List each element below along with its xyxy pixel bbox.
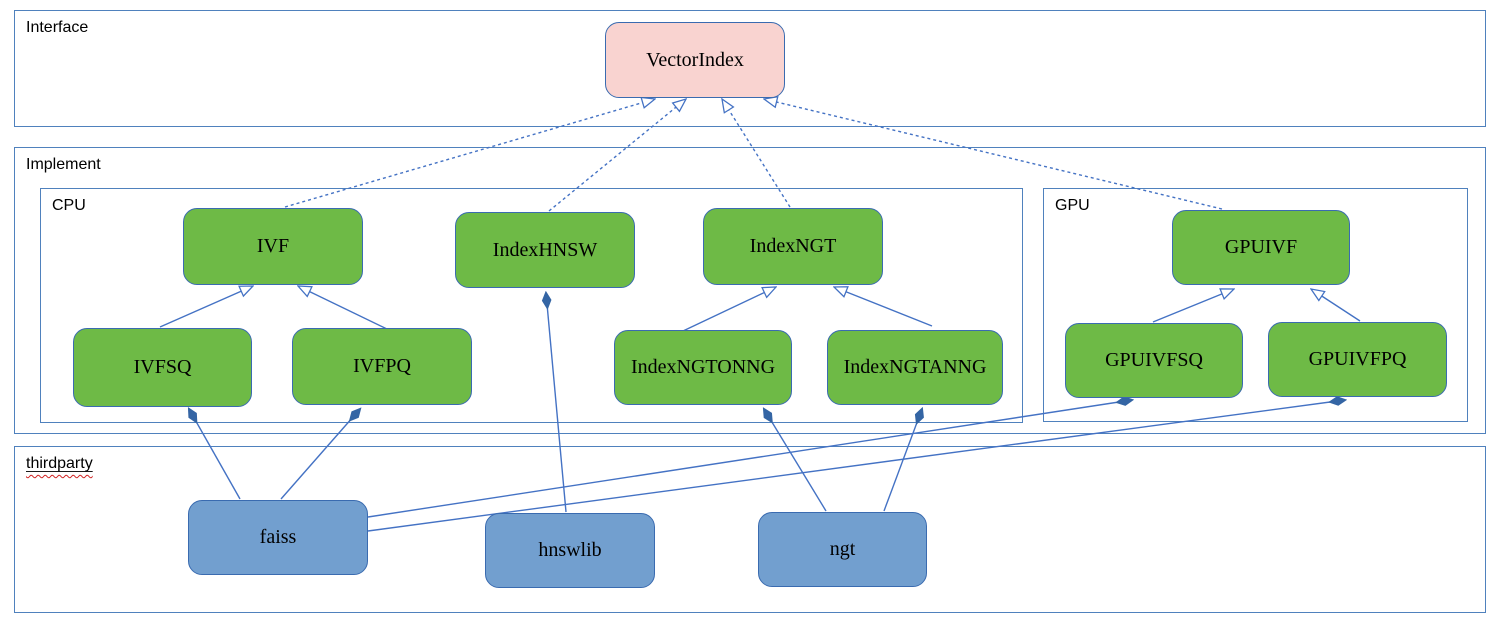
node-ivfpq[interactable]: IVFPQ [292,328,472,405]
node-label-indexngt: IndexNGT [749,235,837,257]
node-gpuivfsq[interactable]: GPUIVFSQ [1065,323,1243,398]
node-indexhnsw[interactable]: IndexHNSW [455,212,635,288]
node-gpuivf[interactable]: GPUIVF [1172,210,1350,285]
node-label-vectorindex: VectorIndex [646,48,744,71]
node-ivf[interactable]: IVF [183,208,363,285]
node-indexngtonng[interactable]: IndexNGTONNG [614,330,792,405]
node-label-indexngtanng: IndexNGTANNG [843,356,987,378]
node-indexngt[interactable]: IndexNGT [703,208,883,285]
container-label-cpu: CPU [52,197,86,214]
container-label-implement: Implement [26,156,101,173]
node-ivfsq[interactable]: IVFSQ [73,328,252,407]
node-label-ivfsq: IVFSQ [133,356,192,378]
node-label-ngt: ngt [829,538,856,560]
node-label-indexngtonng: IndexNGTONNG [630,356,776,378]
node-label-hnswlib: hnswlib [538,539,602,561]
container-label-gpu: GPU [1055,197,1090,214]
container-label-thirdparty-text: thirdparty [26,455,93,472]
node-hnswlib[interactable]: hnswlib [485,513,655,588]
node-label-ivf: IVF [256,235,290,257]
node-label-gpuivfsq: GPUIVFSQ [1105,349,1203,371]
node-ngt[interactable]: ngt [758,512,927,587]
node-label-ivfpq: IVFPQ [353,355,411,377]
node-label-indexhnsw: IndexHNSW [492,238,598,261]
node-vectorindex[interactable]: VectorIndex [605,22,785,98]
node-label-gpuivfpq: GPUIVFPQ [1308,348,1407,370]
container-label-interface: Interface [26,19,89,36]
container-label-thirdparty: thirdparty [15,447,93,473]
node-faiss[interactable]: faiss [188,500,368,575]
node-label-faiss: faiss [259,526,297,548]
node-indexngtanng[interactable]: IndexNGTANNG [827,330,1003,405]
node-label-gpuivf: GPUIVF [1224,236,1298,258]
node-gpuivfpq[interactable]: GPUIVFPQ [1268,322,1447,397]
